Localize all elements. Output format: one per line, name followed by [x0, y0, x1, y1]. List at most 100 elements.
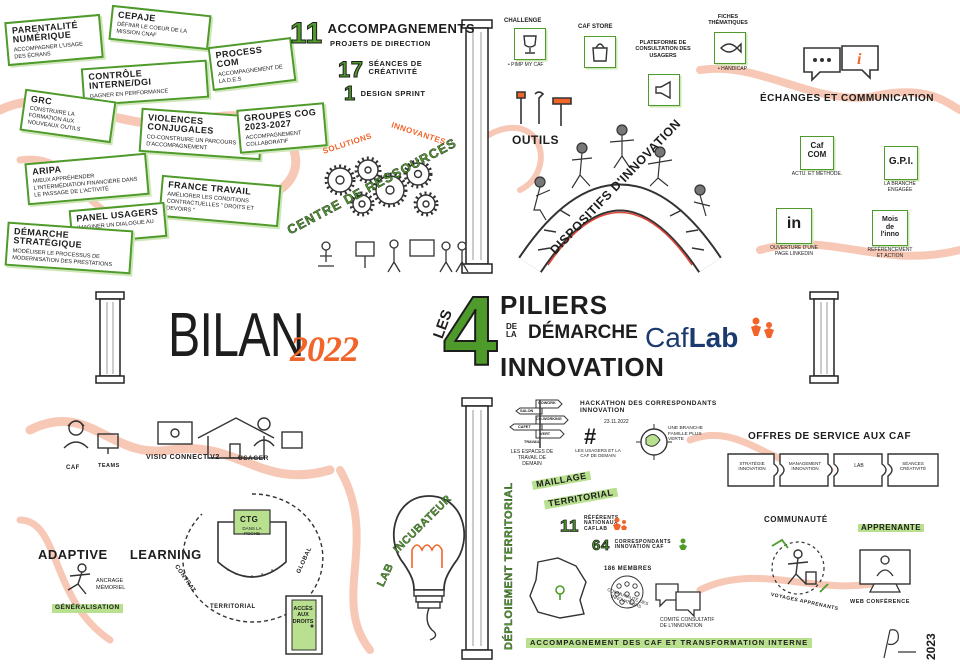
challenge-box [514, 28, 546, 60]
bilan-title: BILAN [168, 301, 305, 370]
gears-icon [324, 156, 439, 217]
stat-label: ACCOMPAGNEMENTS [327, 21, 476, 36]
de-la-label: DE LA [506, 322, 518, 339]
comite-chat-icon [655, 583, 701, 618]
gpi-box: G.P.I. [884, 146, 918, 180]
offres-title: OFFRES DE SERVICE AUX CAF [748, 431, 912, 442]
teams-label: TEAMS [98, 463, 120, 469]
web-conference-label: WEB CONFÉRENCE [850, 599, 910, 605]
ctg-sub: DANS LA POCHE [242, 526, 262, 536]
linkedin-sub: OUVERTURE D'UNE PAGE LINKEDIN [770, 245, 818, 257]
cafcom-box: Caf COM [800, 136, 834, 170]
sign-0: COWORK [538, 401, 556, 405]
correspondants-number: 64 [592, 537, 610, 554]
cafcom-sub: ACTU. ET MÉTHODE. [791, 171, 843, 177]
ancrage-label: ANCRAGE MÉMORIEL [96, 578, 126, 591]
card-groupes-cog: GROUPES COG 2023-2027 ACCOMPAGNEMENT COL… [236, 102, 328, 155]
sign-2: CO-WORKING [536, 417, 562, 421]
sign-4: VERT [540, 432, 551, 436]
caflab-people-icon [751, 317, 774, 338]
sign-3: CAFET [518, 425, 531, 429]
echanges-title: ÉCHANGES ET COMMUNICATION [760, 93, 934, 104]
door-icon [285, 595, 323, 655]
green-planet-icon [636, 424, 672, 460]
megaphone-icon [655, 80, 671, 100]
apprenante-label: APPRENANTE [858, 523, 925, 533]
gpi-text: G.P.I. [888, 156, 914, 167]
hackathon-date: 23.11.2022 [604, 419, 629, 425]
hash-symbol: # [584, 424, 597, 449]
stat-number: 11 [290, 17, 323, 50]
caf-label: CAF [66, 465, 80, 471]
stat-number: 1 [344, 83, 356, 105]
hash-sub: LES USAGERS ET LA CAF DE DEMAIN [575, 448, 621, 459]
caflab-logo: CafLab [645, 317, 774, 354]
pillar-bottom-center [461, 397, 493, 660]
correspondants-stat: 64 CORRESPONDANTS INNOVATION CAF [592, 537, 689, 555]
stat-accompagnements: 11 ACCOMPAGNEMENTS PROJETS DE DIRECTION [290, 17, 476, 50]
hackathon-title: HACKATHON DES CORRESPONDANTS INNOVATION [580, 400, 717, 414]
espaces-label: LES ESPACES DE TRAVAIL DE DEMAIN [510, 449, 554, 467]
puzzle-0: STRATÉGIE INNOVATION [738, 461, 766, 471]
adaptive-label: ADAPTIVE [38, 547, 108, 562]
referents-number: 11 [560, 516, 579, 536]
territorial-label: TERRITORIAL [210, 604, 256, 610]
signature-year: 2023 [924, 633, 938, 660]
caf-store-box [584, 36, 616, 68]
referents-stat: 11 RÉFÉRENTS NATIONAUX CAFLAB [560, 515, 636, 536]
ctg-circle [182, 493, 324, 623]
stat-label: DESIGN SPRINT [360, 89, 426, 98]
pillar-right [809, 291, 839, 384]
puzzle-3: SÉANCES CRÉATIVITÉ [899, 461, 927, 471]
innovation-label: INNOVATION [500, 352, 665, 382]
chat-bubbles-icon: i [803, 45, 879, 82]
linkedin-icon: in [786, 215, 802, 232]
stat-number: 17 [337, 57, 364, 82]
stat-label: SÉANCES DE CRÉATIVITÉ [368, 59, 423, 76]
mois-inno-sub: RÉFÉRENCEMENT ET ACTION [867, 247, 913, 259]
communaute-label: COMMUNAUTÉ [764, 515, 828, 524]
correspondants-label: CORRESPONDANTS INNOVATION CAF [614, 538, 672, 550]
voyages-icon [771, 538, 829, 595]
fiches-label: FICHES THÉMATIQUES [708, 14, 748, 27]
community-icon [610, 575, 644, 609]
usager-label: USAGER [238, 455, 269, 462]
caflab-logo-lab: Lab [688, 322, 739, 353]
outils-label: OUTILS [512, 133, 559, 147]
correspondants-icon [679, 538, 687, 550]
ctg-label: CTG [240, 515, 259, 524]
caflab-logo-caf: Caf [645, 322, 689, 353]
branche-label: UNE BRANCHE FAMILLE PLUS VERTE [668, 426, 703, 443]
visio-icons [63, 417, 303, 459]
challenge-label: CHALLENGE [504, 18, 542, 24]
people-working-icon [318, 239, 469, 273]
deploiement-vertical: DÉPLOIEMENT TERRITORIAL [503, 482, 515, 650]
stat-sublabel: PROJETS DE DIRECTION [330, 38, 431, 48]
mois-inno-box: Mois de l'inno [872, 210, 908, 246]
pillar-top-center [461, 19, 493, 274]
web-conference-icon [859, 549, 911, 593]
mois-inno-text: Mois de l'inno [880, 216, 900, 239]
demarche-label: DÉMARCHE [528, 322, 638, 343]
shopping-bag-icon [592, 43, 608, 62]
fiches-box [714, 32, 746, 64]
fish-icon [720, 42, 742, 54]
piliers-label: PILIERS [500, 290, 609, 320]
artist-signature-icon [883, 629, 916, 659]
referents-icon [613, 517, 627, 530]
cafcom-text: Caf COM [807, 141, 827, 159]
bottom-banner: ACCOMPAGNEMENT DES CAF ET TRANSFORMATION… [526, 638, 813, 648]
generalisation-label: GÉNÉRALISATION [52, 604, 123, 613]
lightbulb-icon [392, 495, 466, 641]
challenge-sub: • PIMP MY CAF [508, 62, 544, 68]
acces-label: ACCÈS AUX DROITS [292, 606, 314, 625]
pillar-left [95, 291, 125, 384]
sign-5: TRAVAIL [524, 440, 540, 444]
plateforme-label: PLATEFORME DE CONSULTATION DES USAGERS [635, 40, 691, 59]
puzzle-pieces [727, 453, 939, 487]
bilan-year: 2022 [290, 329, 359, 369]
gpi-sub: LA BRANCHE ENGAGÉE [884, 181, 916, 193]
innovation-bridge [518, 124, 722, 273]
comite-label: COMITÉ CONSULTATIF DE L'INNOVATION [660, 617, 715, 629]
puzzle-1: MANAGEMENT INNOVATION [788, 461, 822, 471]
